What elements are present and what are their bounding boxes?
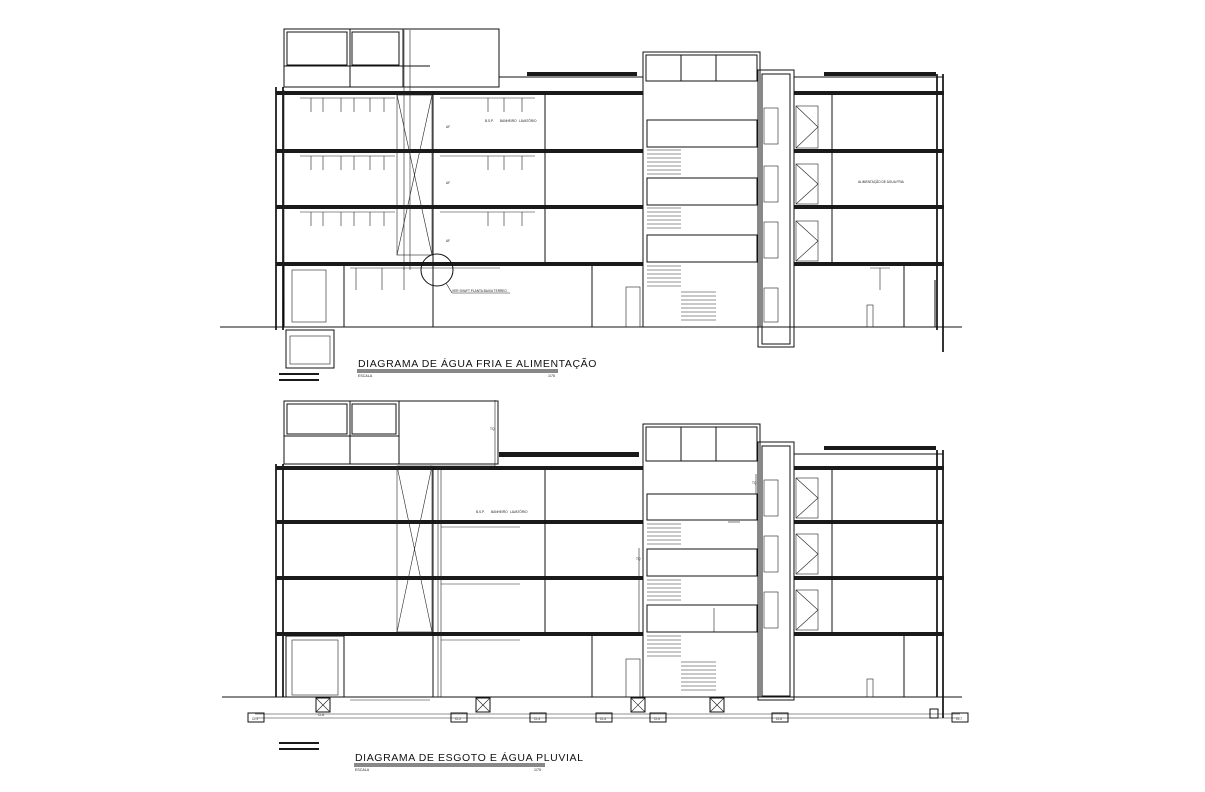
bottom-fixture-label-2: BANHEIRO xyxy=(491,510,508,514)
shaft-callout-text: VER SHAFT PLANTA BAIXA TERREO xyxy=(452,289,507,293)
top-title: DIAGRAMA DE ÁGUA FRIA E ALIMENTAÇÃO xyxy=(358,357,597,370)
pipe-label-2: AF xyxy=(446,181,450,185)
ci-label-3: CI-3 xyxy=(534,717,540,721)
top-building-section xyxy=(220,28,962,369)
top-scale-label: ESCALA xyxy=(358,374,373,378)
bottom-title-block: DIAGRAMA DE ESGOTO E ÁGUA PLUVIAL ESCALA… xyxy=(354,751,584,772)
connection-tags xyxy=(247,708,969,723)
ci-label-6: CI-6 xyxy=(776,717,782,721)
ci-label-2: CI-2 xyxy=(455,717,461,721)
pipe-label-3: AF xyxy=(446,239,450,243)
bottom-fixture-label-1: B.S.P. xyxy=(476,510,485,514)
pipe-label-1: AF xyxy=(446,125,450,129)
ci-label-1: CI-1 xyxy=(252,717,258,721)
bottom-building-section xyxy=(222,400,969,723)
inspection-boxes xyxy=(315,697,725,713)
ci-label-5: CI-5 xyxy=(654,717,660,721)
top-right-note: ALIMENTAÇÃO DE ÁGUA FRIA xyxy=(858,179,905,184)
top-scale-value: 1/75 xyxy=(548,374,555,378)
tq-label-2: TQ xyxy=(636,557,641,561)
cold-water-pipes xyxy=(283,30,890,300)
top-stair-treads xyxy=(647,149,716,321)
ci-label-4: CI-4 xyxy=(600,717,606,721)
fixture-label-2: BANHEIRO xyxy=(500,119,517,123)
bottom-stair-treads xyxy=(647,523,716,691)
fixture-label-3: LAVATÓRIO xyxy=(519,118,537,123)
bottom-title: DIAGRAMA DE ESGOTO E ÁGUA PLUVIAL xyxy=(355,751,584,764)
bottom-fixture-label-3: LAVATÓRIO xyxy=(510,509,528,514)
tq-label-1: TQ xyxy=(490,427,495,431)
fixture-drops-top xyxy=(310,98,881,290)
ci-label-8: CI-8 xyxy=(318,713,324,717)
sewer-pipes xyxy=(350,400,757,701)
bottom-scale-value: 1/75 xyxy=(534,768,541,772)
tq-label-3: TQ xyxy=(752,481,757,485)
fixture-label-1: B.S.P. xyxy=(485,119,494,123)
bottom-scale-label: ESCALA xyxy=(355,768,370,772)
shaft-callout-circle xyxy=(420,253,454,287)
ci-label-7: CI-7 xyxy=(956,717,962,721)
top-title-block: DIAGRAMA DE ÁGUA FRIA E ALIMENTAÇÃO ESCA… xyxy=(357,357,597,378)
